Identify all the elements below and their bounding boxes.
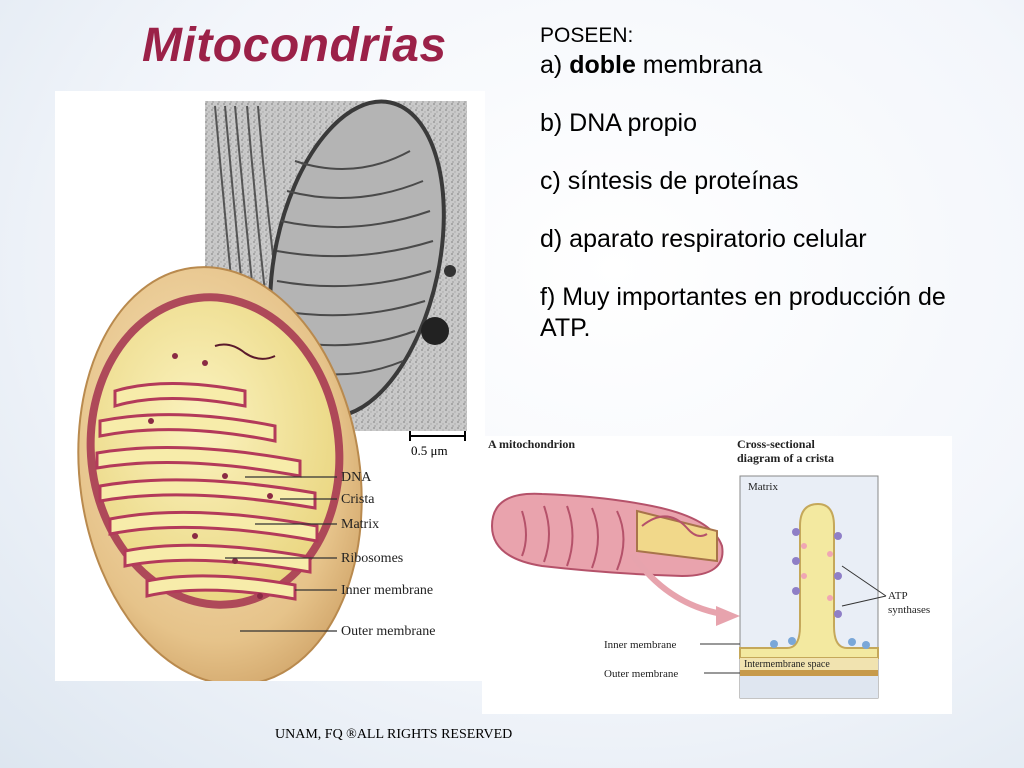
list-item-double-membrane: a) doble membrana (540, 51, 763, 79)
figure-title-crista-1: Cross-sectional (737, 437, 815, 451)
list-item-own-dna: b) DNA propio (540, 109, 698, 137)
label-synthases: synthases (888, 604, 930, 616)
label-intermembrane-space: Intermembrane space (744, 659, 830, 670)
figure-title-crista-2: diagram of a crista (737, 451, 834, 465)
crista-diagram-figure: A mitochondrion Cross-sectional diagram … (482, 436, 952, 714)
label-matrix: Matrix (341, 517, 379, 532)
list-intro: POSEEN: (540, 24, 634, 47)
crista-illustration: A mitochondrion Cross-sectional diagram … (488, 437, 930, 699)
label-crista-outer-membrane: Outer membrane (604, 668, 678, 680)
label-atp: ATP (888, 590, 908, 602)
cutaway-illustration: 0.5 μm (77, 99, 467, 686)
label-crista-matrix: Matrix (748, 481, 778, 493)
mitochondrion-illustration (77, 266, 363, 686)
list-item-protein-synthesis: c) síntesis de proteínas (540, 167, 799, 195)
feature-list: a) doble membrana b) DNA propio c) sínte… (540, 50, 1000, 371)
slide-title: Mitocondrias (142, 19, 447, 72)
copyright-footer: UNAM, FQ ®ALL RIGHTS RESERVED (275, 727, 513, 742)
list-item-atp-production: f) Muy importantes en producción de ATP. (540, 283, 946, 342)
scale-bar-label: 0.5 μm (411, 443, 448, 458)
label-outer-membrane: Outer membrane (341, 624, 435, 639)
label-crista-inner-membrane: Inner membrane (604, 639, 676, 651)
list-item-respiratory-apparatus: d) aparato respiratorio celular (540, 225, 867, 253)
scale-bar: 0.5 μm (409, 431, 466, 458)
mitochondrion-cutaway-figure: 0.5 μm (55, 91, 485, 686)
label-inner-membrane: Inner membrane (341, 583, 433, 598)
small-mitochondrion (490, 492, 724, 578)
label-ribosomes: Ribosomes (341, 551, 403, 566)
label-dna: DNA (341, 470, 372, 485)
label-crista: Crista (341, 492, 375, 507)
crista-cross-section: Matrix Intermembrane space (739, 475, 879, 699)
figure-title-mitochondrion: A mitochondrion (488, 437, 575, 451)
zoom-arrow (629, 552, 723, 617)
